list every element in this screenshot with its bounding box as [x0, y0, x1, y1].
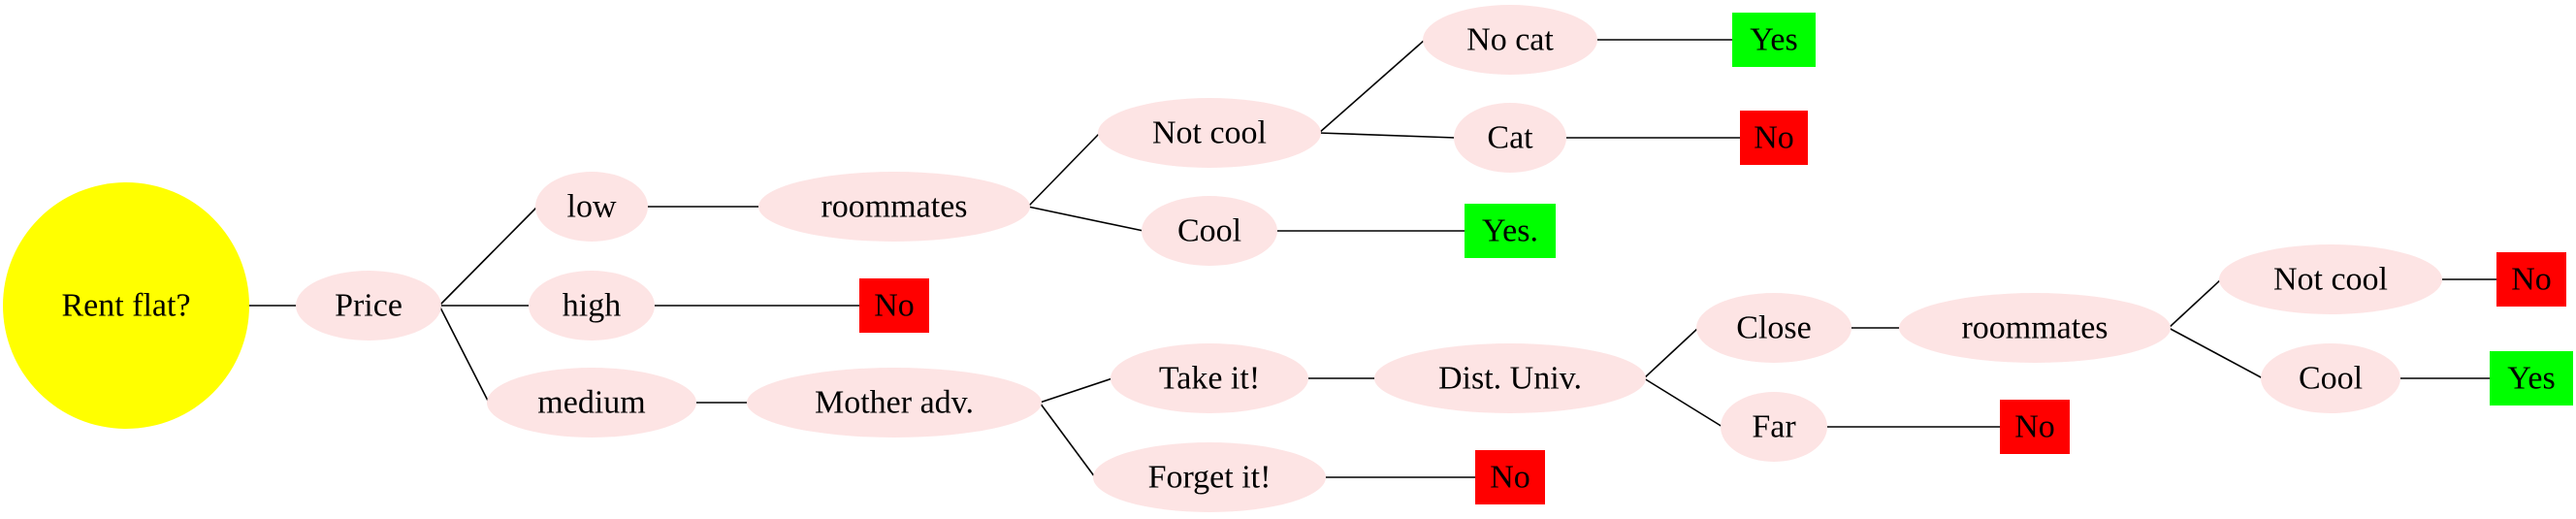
node-no-forget-shape [1475, 450, 1545, 504]
node-cool2-shape [2261, 343, 2400, 413]
node-not-cool1-shape [1098, 98, 1321, 168]
node-yes-nocat-label: Yes [1750, 22, 1797, 58]
node-cool2-label: Cool [2299, 361, 2363, 397]
node-mother: Mother adv. [747, 368, 1042, 438]
node-dist-univ: Dist. Univ. [1374, 343, 1646, 413]
nodes-layer: Rent flat?PricelowhighmediumroommatesNot… [3, 5, 2573, 512]
edge-roommates1-to-not-cool1 [1027, 132, 1101, 208]
node-no-forget-label: No [1490, 460, 1530, 496]
node-root-label: Rent flat? [61, 288, 190, 324]
edge-dist-univ-to-far [1643, 377, 1723, 428]
node-far-label: Far [1752, 409, 1796, 445]
node-no-cat: No cat [1423, 5, 1597, 75]
node-yes-nocat-shape [1732, 13, 1816, 67]
node-high-label: high [563, 288, 621, 324]
edge-not-cool1-to-no-cat [1318, 39, 1426, 134]
node-not-cool2-shape [2219, 244, 2442, 314]
node-forget-it-label: Forget it! [1148, 460, 1272, 496]
node-no-notcool2-label: No [2511, 262, 2552, 298]
node-no-far-shape [2000, 400, 2070, 454]
node-low: low [535, 172, 648, 242]
node-medium: medium [487, 368, 696, 438]
node-dist-univ-label: Dist. Univ. [1438, 361, 1582, 397]
node-no-cat-result-shape [1740, 111, 1808, 165]
edge-mother-to-take-it [1039, 377, 1113, 404]
edges-layer [247, 39, 2498, 478]
node-no-forget: No [1475, 450, 1545, 504]
edge-mother-to-forget-it [1039, 402, 1096, 478]
node-far: Far [1721, 392, 1827, 462]
node-cat: Cat [1454, 103, 1566, 173]
node-mother-shape [747, 368, 1042, 438]
node-take-it-label: Take it! [1159, 361, 1260, 397]
node-not-cool2-label: Not cool [2273, 262, 2388, 298]
node-price-shape [296, 271, 441, 341]
node-not-cool1: Not cool [1098, 98, 1321, 168]
node-high-shape [529, 271, 655, 341]
node-root-shape [3, 182, 249, 429]
node-cool2: Cool [2261, 343, 2400, 413]
node-not-cool1-label: Not cool [1152, 115, 1267, 151]
edge-roommates1-to-cool1 [1027, 206, 1144, 232]
node-close: Close [1696, 293, 1852, 363]
node-low-label: low [567, 189, 617, 225]
node-dist-univ-shape [1374, 343, 1646, 413]
node-roommates1: roommates [758, 172, 1030, 242]
node-yes-cool2-label: Yes [2507, 361, 2555, 397]
node-no-notcool2: No [2496, 252, 2566, 307]
node-yes-cool1: Yes. [1465, 204, 1556, 258]
node-roommates2-label: roommates [1961, 310, 2108, 346]
node-no-far: No [2000, 400, 2070, 454]
node-cool1-shape [1142, 196, 1277, 266]
node-no-notcool2-shape [2496, 252, 2566, 307]
node-no-cat-shape [1423, 5, 1597, 75]
node-medium-label: medium [537, 385, 645, 421]
node-take-it: Take it! [1111, 343, 1308, 413]
node-cat-label: Cat [1487, 120, 1533, 156]
node-medium-shape [487, 368, 696, 438]
node-take-it-shape [1111, 343, 1308, 413]
node-cool1: Cool [1142, 196, 1277, 266]
node-yes-cool1-shape [1465, 204, 1556, 258]
edge-price-to-medium [438, 305, 490, 404]
node-yes-cool1-label: Yes. [1482, 213, 1538, 249]
node-yes-cool2-shape [2490, 351, 2573, 405]
node-far-shape [1721, 392, 1827, 462]
node-root: Rent flat? [3, 182, 249, 429]
edge-price-to-low [438, 206, 538, 307]
node-no-cat-result: No [1740, 111, 1808, 165]
node-roommates1-label: roommates [821, 189, 967, 225]
node-no-high-label: No [874, 288, 915, 324]
node-no-cat-result-label: No [1754, 120, 1794, 156]
node-forget-it-shape [1093, 442, 1326, 512]
node-yes-cool2: Yes [2490, 351, 2573, 405]
edge-roommates2-to-cool2 [2168, 327, 2264, 379]
node-price-label: Price [335, 288, 402, 324]
node-no-high: No [859, 278, 929, 333]
node-cat-shape [1454, 103, 1566, 173]
node-mother-label: Mother adv. [815, 385, 974, 421]
node-close-shape [1696, 293, 1852, 363]
node-cool1-label: Cool [1177, 213, 1241, 249]
node-roommates1-shape [758, 172, 1030, 242]
node-no-high-shape [859, 278, 929, 333]
node-no-cat-label: No cat [1466, 22, 1554, 58]
node-not-cool2: Not cool [2219, 244, 2442, 314]
node-yes-nocat: Yes [1732, 13, 1816, 67]
node-close-label: Close [1736, 310, 1811, 346]
edge-roommates2-to-not-cool2 [2168, 278, 2222, 329]
node-no-far-label: No [2014, 409, 2055, 445]
node-price: Price [296, 271, 441, 341]
edge-dist-univ-to-close [1643, 327, 1699, 379]
node-high: high [529, 271, 655, 341]
node-roommates2: roommates [1899, 293, 2171, 363]
node-low-shape [535, 172, 648, 242]
node-roommates2-shape [1899, 293, 2171, 363]
node-forget-it: Forget it! [1093, 442, 1326, 512]
edge-not-cool1-to-cat [1318, 132, 1457, 139]
